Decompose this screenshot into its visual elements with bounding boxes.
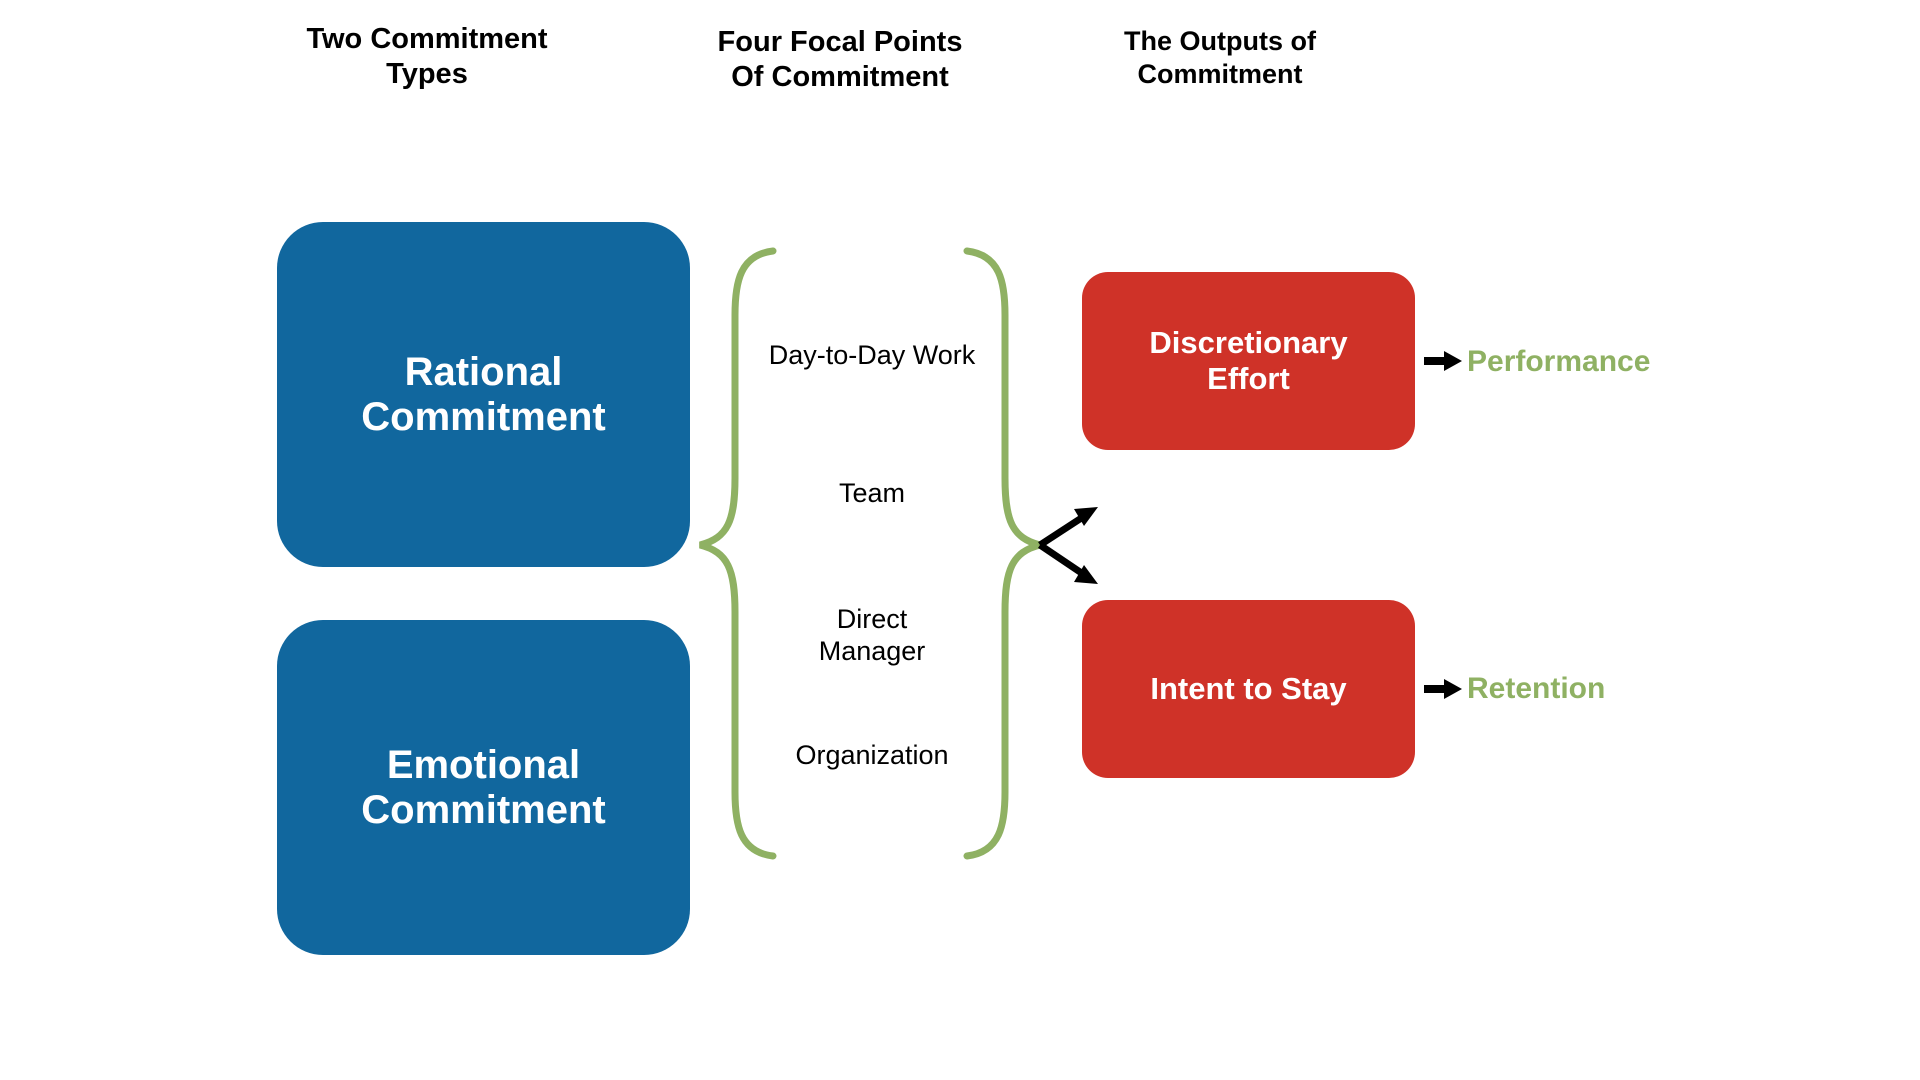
column-header-outputs: The Outputs of Commitment [1124, 26, 1316, 89]
focal-point-organization: Organization [795, 740, 949, 770]
node-discretionary-effort[interactable]: Discretionary Effort [1082, 272, 1415, 450]
column-header-focal-points: Four Focal Points Of Commitment [717, 26, 963, 94]
node-intent-to-stay[interactable]: Intent to Stay [1082, 600, 1415, 778]
arrow-right-up-icon [1038, 507, 1098, 548]
focal-point-direct-manager: Direct Manager [818, 604, 926, 666]
node-rational-commitment[interactable]: Rational Commitment [277, 222, 690, 567]
outcome-retention: Retention [1467, 672, 1606, 705]
outcome-performance: Performance [1467, 345, 1651, 378]
arrow-right-icon [1424, 351, 1462, 371]
arrow-right-down-icon [1038, 542, 1098, 584]
focal-point-day-to-day-work: Day-to-Day Work [768, 340, 976, 370]
column-header-commitment-types: Two Commitment Types [306, 23, 548, 91]
node-emotional-commitment[interactable]: Emotional Commitment [277, 620, 690, 955]
arrow-right-icon [1424, 679, 1462, 699]
focal-point-team: Team [838, 478, 906, 508]
